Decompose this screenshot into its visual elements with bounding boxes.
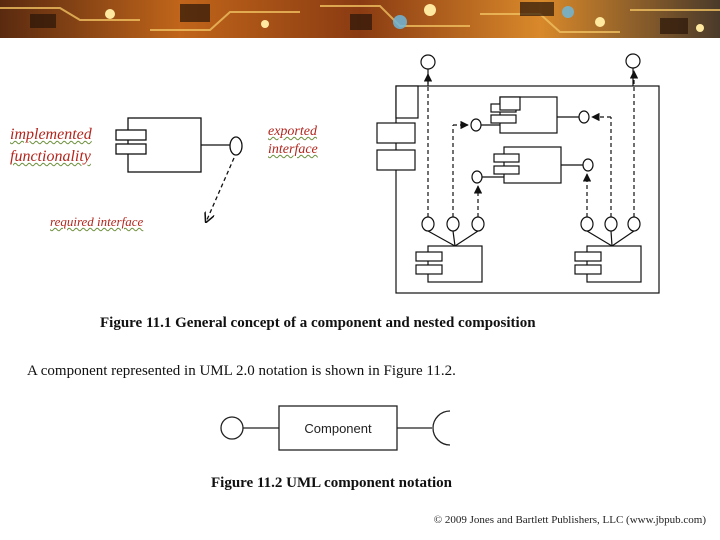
outer-port-top bbox=[395, 85, 419, 119]
component-tab-upper bbox=[115, 129, 147, 141]
sub-component-right bbox=[586, 245, 642, 283]
label-functionality: functionality bbox=[10, 148, 91, 165]
circuit-board-banner bbox=[0, 0, 720, 38]
required-interface-arrow bbox=[206, 157, 235, 222]
figure-11-1-caption: Figure 11.1 General concept of a compone… bbox=[100, 315, 536, 331]
outer-tab-upper bbox=[376, 122, 416, 144]
circuit-board-image bbox=[0, 0, 720, 38]
simple-component bbox=[115, 117, 243, 222]
exported-interface-lollipop bbox=[229, 136, 243, 156]
label-implemented: implemented bbox=[10, 126, 92, 143]
outer-interface-right bbox=[625, 53, 641, 69]
outer-tab-lower bbox=[376, 149, 416, 171]
label-exported: exported bbox=[268, 124, 317, 139]
inner-component-2 bbox=[503, 146, 562, 184]
copyright-text: © 2009 Jones and Bartlett Publishers, LL… bbox=[433, 514, 706, 526]
component-tab-lower bbox=[115, 143, 147, 155]
nested-composition bbox=[376, 53, 660, 294]
sub-component-left bbox=[427, 245, 483, 283]
label-required-interface: required interface bbox=[50, 214, 144, 229]
figure-11-2-caption: Figure 11.2 UML component notation bbox=[211, 475, 452, 491]
label-exported-interface: interface bbox=[268, 142, 318, 157]
outer-interface-left bbox=[420, 54, 436, 70]
body-paragraph: A component represented in UML 2.0 notat… bbox=[27, 363, 456, 379]
